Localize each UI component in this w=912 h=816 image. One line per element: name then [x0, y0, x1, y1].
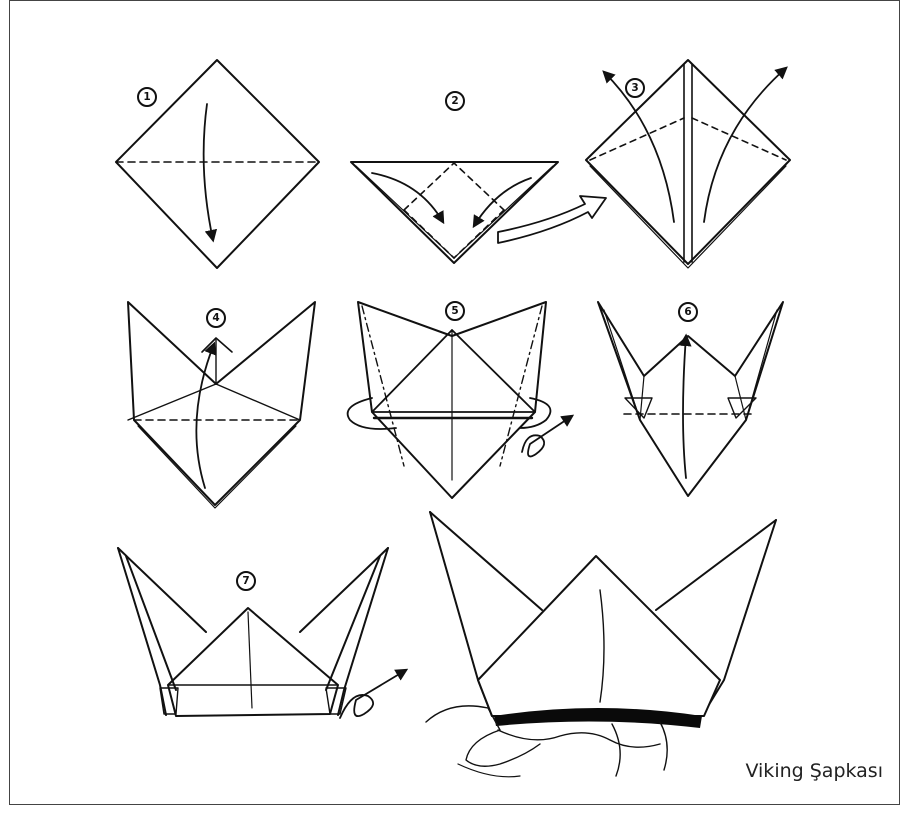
step-3-number-badge: 3: [626, 79, 644, 97]
step-1-square-fold: 1: [116, 60, 319, 268]
hand-outline-center: [498, 730, 660, 747]
step-3-kite-fold: 3: [586, 60, 790, 268]
step-2-triangle-fold: 2: [351, 92, 558, 263]
step-7-hat-shape: 7: [118, 548, 406, 718]
step-5-number-badge: 5: [446, 302, 464, 320]
step-4-fold-up: 4: [128, 302, 315, 508]
step-4-number-badge: 4: [207, 309, 225, 327]
step-4-number: 4: [212, 312, 219, 324]
step-2-number-badge: 2: [446, 92, 464, 110]
step-1-number: 1: [143, 91, 150, 103]
step-3-number: 3: [631, 82, 638, 94]
step-6-number: 6: [684, 306, 691, 318]
step-5-number: 5: [451, 305, 458, 317]
diagram-caption: Viking Şapkası: [745, 760, 883, 782]
transition-arrow-2-to-3: [498, 196, 606, 243]
step-5-mountain-fold: 5: [348, 302, 572, 498]
step-2-number: 2: [451, 95, 458, 107]
final-viking-hat: [426, 512, 776, 777]
step-7-number-badge: 7: [237, 572, 255, 590]
step-7-number: 7: [242, 575, 249, 587]
hand-outline-right: [612, 722, 667, 776]
step-6-number-badge: 6: [679, 303, 697, 321]
step-6-fold-up: 6: [598, 302, 783, 496]
step-1-number-badge: 1: [138, 88, 156, 106]
